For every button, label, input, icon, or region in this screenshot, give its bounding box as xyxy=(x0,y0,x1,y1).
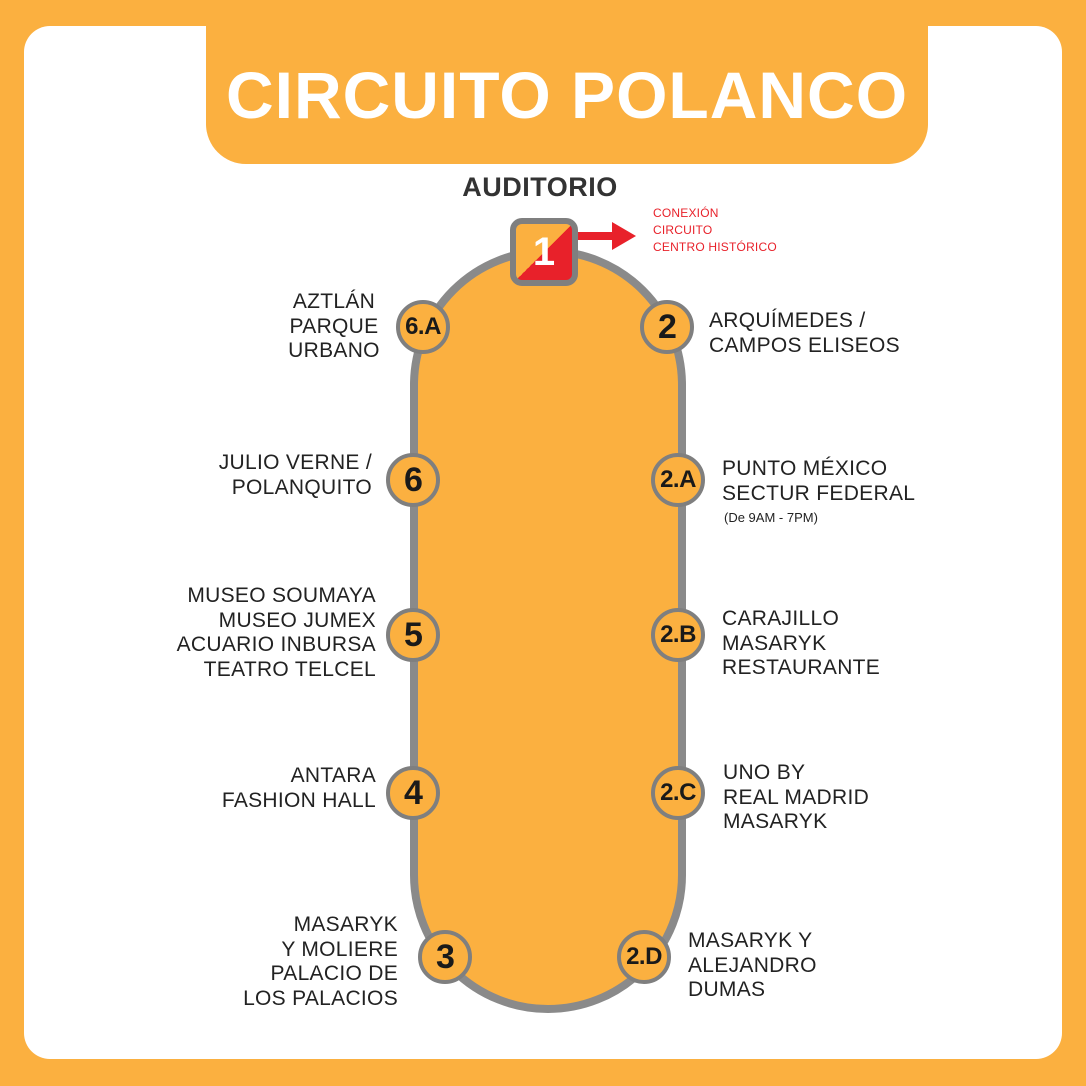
stop-4-label: ANTARA FASHION HALL xyxy=(221,764,376,812)
stop-2c-label: UNO BY REAL MADRID MASARYK xyxy=(723,761,870,833)
stop-2d-number: 2.D xyxy=(626,943,662,970)
stop-6a-number: 6.A xyxy=(405,313,441,340)
stop-4-number: 4 xyxy=(404,773,423,812)
stop-3[interactable]: 3 xyxy=(418,930,472,984)
connection-arrow-icon xyxy=(578,222,636,250)
stop-2d[interactable]: 2.D xyxy=(617,930,671,984)
stop-6-label: JULIO VERNE / POLANQUITO xyxy=(218,451,372,499)
stop-2c[interactable]: 2.C xyxy=(651,766,705,820)
stop-2a[interactable]: 2.A xyxy=(651,453,705,507)
circuit-track xyxy=(410,247,686,1013)
stop-5-number: 5 xyxy=(404,615,423,654)
stop-6[interactable]: 6 xyxy=(386,453,440,507)
stop-5[interactable]: 5 xyxy=(386,608,440,662)
stop-1[interactable]: 1 xyxy=(510,218,578,286)
stop-2c-number: 2.C xyxy=(660,779,696,806)
stop-3-number: 3 xyxy=(436,937,455,976)
stop-2d-label: MASARYK Y ALEJANDRO DUMAS xyxy=(688,929,817,1001)
stop-3-label: MASARYK Y MOLIERE PALACIO DE LOS PALACIO… xyxy=(243,913,398,1010)
stop-2-number: 2 xyxy=(658,307,677,346)
stop-2b-number: 2.B xyxy=(660,621,696,648)
stop-1-number: 1 xyxy=(532,229,556,274)
stop-2-label: ARQUÍMEDES / CAMPOS ELISEOS xyxy=(709,309,900,357)
stop-5-label: MUSEO SOUMAYA MUSEO JUMEX ACUARIO INBURS… xyxy=(176,584,376,681)
stop-2[interactable]: 2 xyxy=(640,300,694,354)
stop-4[interactable]: 4 xyxy=(386,766,440,820)
stop-2a-hours: (De 9AM - 7PM) xyxy=(724,510,818,525)
stop-6a-label: AZTLÁN PARQUE URBANO xyxy=(288,290,380,362)
page-title: CIRCUITO POLANCO xyxy=(225,58,909,132)
stop-6a[interactable]: 6.A xyxy=(396,300,450,354)
stop-2b[interactable]: 2.B xyxy=(651,608,705,662)
origin-label: AUDITORIO xyxy=(462,172,618,202)
title-banner: CIRCUITO POLANCO xyxy=(206,26,928,164)
stop-2a-number: 2.A xyxy=(660,466,696,493)
stop-2b-label: CARAJILLO MASARYK RESTAURANTE xyxy=(722,607,881,679)
stop-6-number: 6 xyxy=(404,460,423,499)
stop-2a-label: PUNTO MÉXICO SECTUR FEDERAL xyxy=(722,457,916,505)
connection-label: CONEXIÓN CIRCUITO CENTRO HISTÓRICO xyxy=(653,206,777,254)
